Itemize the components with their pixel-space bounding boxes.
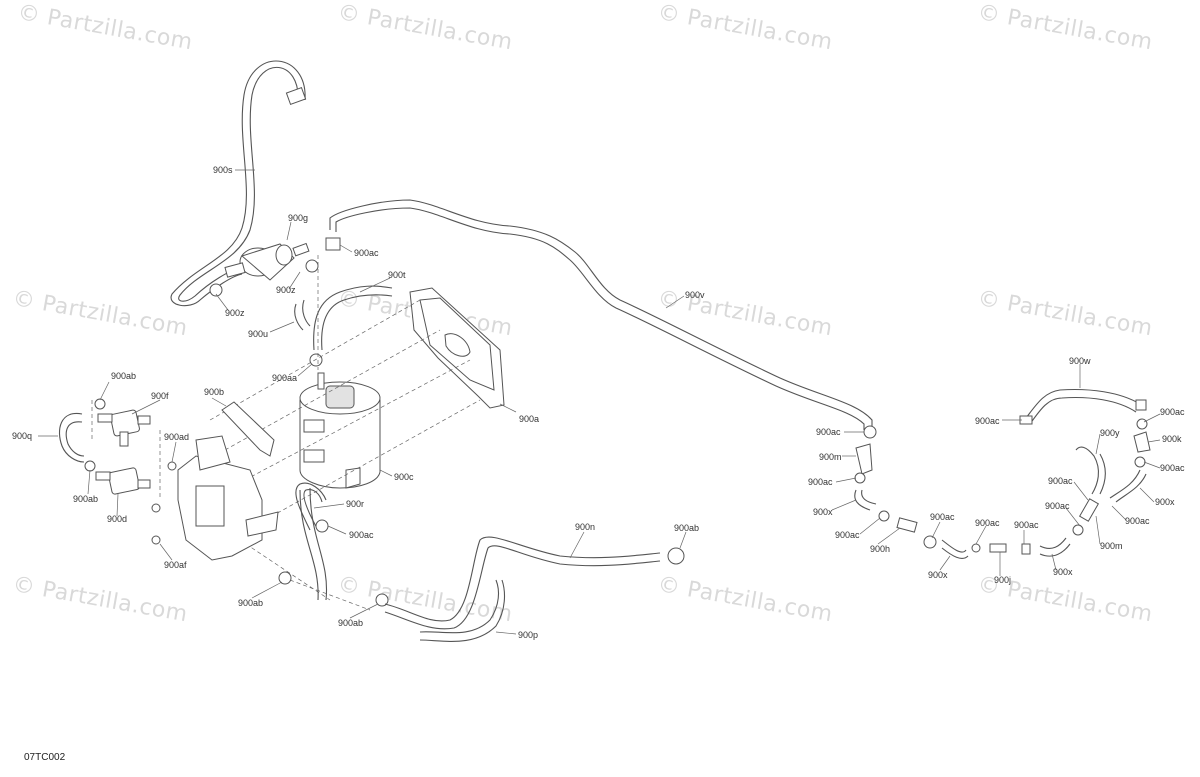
part-900f-valve bbox=[97, 409, 151, 447]
clamp bbox=[151, 535, 161, 545]
hose-900u bbox=[294, 299, 311, 331]
hose-900p bbox=[419, 579, 506, 642]
clamp bbox=[863, 425, 877, 439]
clamp bbox=[375, 593, 389, 607]
callout-900ac: 900ac bbox=[1014, 520, 1039, 530]
leader-lines bbox=[38, 169, 1161, 635]
callout-900q: 900q bbox=[12, 431, 33, 441]
hose-900w bbox=[1019, 388, 1147, 425]
callout-900x: 900x bbox=[1053, 567, 1073, 577]
callout-900j: 900j bbox=[994, 575, 1012, 585]
callout-900ac: 900ac bbox=[975, 518, 1000, 528]
clamp bbox=[309, 353, 323, 367]
hose-900v bbox=[329, 199, 873, 430]
hose-900t bbox=[313, 285, 393, 351]
callout-900a: 900a bbox=[519, 414, 540, 424]
callout-900ac: 900ac bbox=[808, 477, 833, 487]
callout-900m: 900m bbox=[1100, 541, 1123, 551]
end-cap bbox=[667, 547, 685, 565]
callout-900v: 900v bbox=[685, 290, 705, 300]
callout-900ac: 900ac bbox=[1160, 407, 1185, 417]
callout-900ab: 900ab bbox=[238, 598, 264, 608]
callout-900ac: 900ac bbox=[1048, 476, 1073, 486]
callout-900p: 900p bbox=[518, 630, 539, 640]
callout-900s: 900s bbox=[213, 165, 233, 175]
diagram-code: 07TC002 bbox=[24, 752, 66, 763]
assembly-guides bbox=[91, 255, 481, 611]
clamp bbox=[151, 503, 161, 513]
callout-900ac: 900ac bbox=[816, 427, 841, 437]
part-900d-filter bbox=[95, 467, 151, 495]
callout-900t: 900t bbox=[388, 270, 406, 280]
callout-900ac: 900ac bbox=[349, 530, 374, 540]
callout-900ac: 900ac bbox=[1160, 463, 1185, 473]
hose-900q bbox=[58, 413, 85, 463]
callout-900ab: 900ab bbox=[674, 523, 700, 533]
callout-900ad: 900ad bbox=[164, 432, 190, 442]
callout-900y: 900y bbox=[1100, 428, 1120, 438]
hose-900n bbox=[384, 536, 661, 630]
clamp bbox=[167, 461, 177, 471]
callout-900u: 900u bbox=[248, 329, 269, 339]
callout-900ac: 900ac bbox=[930, 512, 955, 522]
callout-900h: 900h bbox=[870, 544, 891, 554]
hose-900s bbox=[170, 60, 307, 307]
part-900c-canister bbox=[299, 372, 381, 489]
callout-900b: 900b bbox=[204, 387, 225, 397]
clamp bbox=[94, 398, 106, 410]
callout-900d: 900d bbox=[107, 514, 128, 524]
clamp bbox=[315, 519, 329, 533]
clamp bbox=[84, 460, 96, 472]
clamp bbox=[278, 571, 292, 585]
callout-900x: 900x bbox=[928, 570, 948, 580]
hose-900r-lower bbox=[299, 487, 328, 601]
callout-900r: 900r bbox=[346, 499, 365, 509]
callout-900f: 900f bbox=[151, 391, 169, 401]
callout-900c: 900c bbox=[394, 472, 414, 482]
callout-900ac: 900ac bbox=[975, 416, 1000, 426]
part-900g-filter bbox=[209, 242, 319, 297]
callout-900z: 900z bbox=[225, 308, 245, 318]
callout-900ab: 900ab bbox=[111, 371, 137, 381]
callout-900ac: 900ac bbox=[1045, 501, 1070, 511]
part-900b-bracket bbox=[177, 401, 279, 561]
callout-900n: 900n bbox=[575, 522, 596, 532]
callout-900g: 900g bbox=[288, 213, 309, 223]
callout-900ab: 900ab bbox=[338, 618, 364, 628]
callout-900z: 900z bbox=[276, 285, 296, 295]
callout-900x: 900x bbox=[813, 507, 833, 517]
part-900a-bracket bbox=[409, 287, 505, 409]
callout-900x: 900x bbox=[1155, 497, 1175, 507]
callout-900ac: 900ac bbox=[1125, 516, 1150, 526]
callout-900m: 900m bbox=[819, 452, 842, 462]
callout-900k: 900k bbox=[1162, 434, 1182, 444]
callout-900af: 900af bbox=[164, 560, 187, 570]
callout-900aa: 900aa bbox=[272, 373, 298, 383]
callout-900ac: 900ac bbox=[354, 248, 379, 258]
clamp bbox=[325, 237, 341, 251]
callout-900w: 900w bbox=[1069, 356, 1091, 366]
right-line-assembly bbox=[854, 418, 1151, 559]
callout-900ab: 900ab bbox=[73, 494, 99, 504]
callout-900ac: 900ac bbox=[835, 530, 860, 540]
